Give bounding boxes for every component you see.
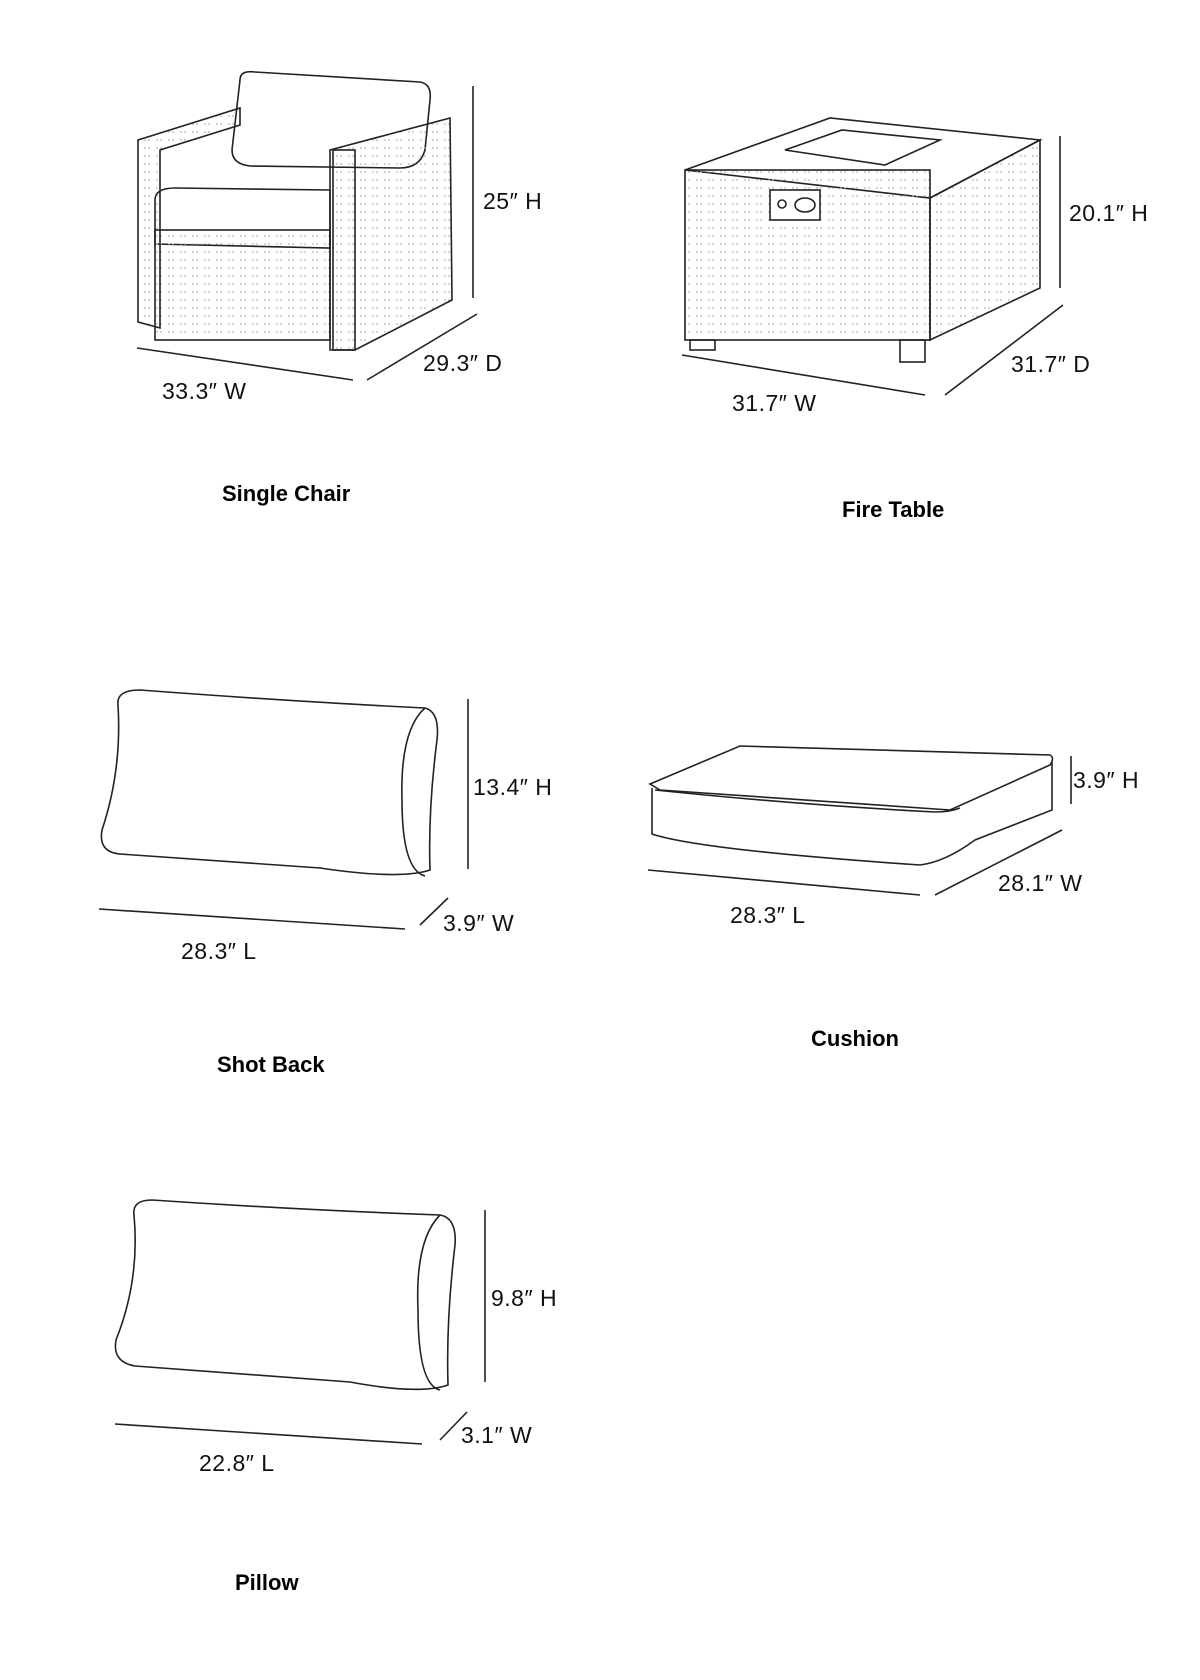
fire-table-drawing: [681, 117, 1064, 396]
pillow-length: 22.8″ L: [199, 1450, 275, 1476]
pillow-height: 9.8″ H: [491, 1285, 558, 1311]
fire-table-width: 31.7″ W: [732, 390, 817, 416]
cushion-drawing: [647, 745, 1072, 896]
single-chair-depth: 29.3″ D: [423, 350, 503, 376]
fire-table-title: Fire Table: [842, 497, 945, 522]
pillow-drawing: [114, 1199, 486, 1445]
single-chair-title: Single Chair: [222, 481, 351, 506]
shot-back-drawing: [98, 689, 469, 930]
shot-back-length: 28.3″ L: [181, 938, 257, 964]
single-chair-height: 25″ H: [483, 188, 543, 214]
pillow-width: 3.1″ W: [461, 1422, 533, 1448]
cushion-length: 28.3″ L: [730, 902, 806, 928]
cushion-height: 3.9″ H: [1073, 767, 1140, 793]
fire-table-height: 20.1″ H: [1069, 200, 1149, 226]
single-chair-width: 33.3″ W: [162, 378, 247, 404]
shot-back-width: 3.9″ W: [443, 910, 515, 936]
shot-back-title: Shot Back: [217, 1052, 325, 1077]
shot-back-height: 13.4″ H: [473, 774, 553, 800]
cushion-width: 28.1″ W: [998, 870, 1083, 896]
fire-table-depth: 31.7″ D: [1011, 351, 1091, 377]
single-chair-drawing: [136, 70, 478, 381]
pillow-title: Pillow: [235, 1570, 299, 1595]
cushion-title: Cushion: [811, 1026, 899, 1051]
